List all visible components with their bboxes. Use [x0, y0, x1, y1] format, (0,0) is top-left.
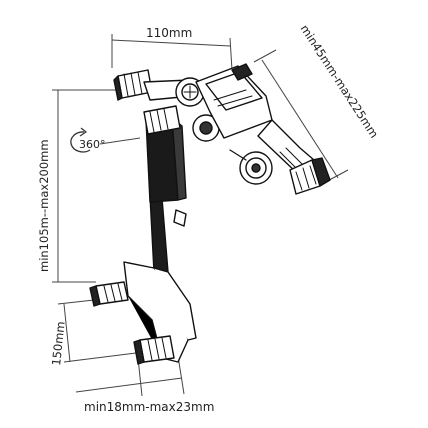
- dim-depth-range: [75, 355, 185, 397]
- upper-knob: [175, 77, 220, 142]
- bottom-hook: [133, 335, 175, 365]
- lower-knob: [229, 149, 273, 185]
- mount-illustration: [89, 63, 331, 365]
- label-bottom-height: 150mm: [49, 321, 68, 367]
- vertical-arm: [145, 117, 187, 273]
- dim-bottom-height: [57, 299, 145, 363]
- mid-left-grip: [143, 105, 181, 135]
- label-clamp-range: min45mm-max225mm: [297, 22, 381, 141]
- dim-height-range: [52, 89, 118, 283]
- rotation-icon: [70, 127, 141, 153]
- bottom-plate: [123, 261, 197, 363]
- label-depth-range: min18mm-max23mm: [84, 400, 214, 414]
- clamp-body: [195, 63, 315, 175]
- bottom-left-hook: [89, 281, 129, 307]
- dim-top-width: [111, 34, 233, 71]
- right-grip: [289, 157, 331, 195]
- label-top-width: 110mm: [146, 26, 192, 40]
- label-rotation: 360°: [79, 138, 106, 151]
- label-height-range: min105m--max200mm: [37, 139, 51, 272]
